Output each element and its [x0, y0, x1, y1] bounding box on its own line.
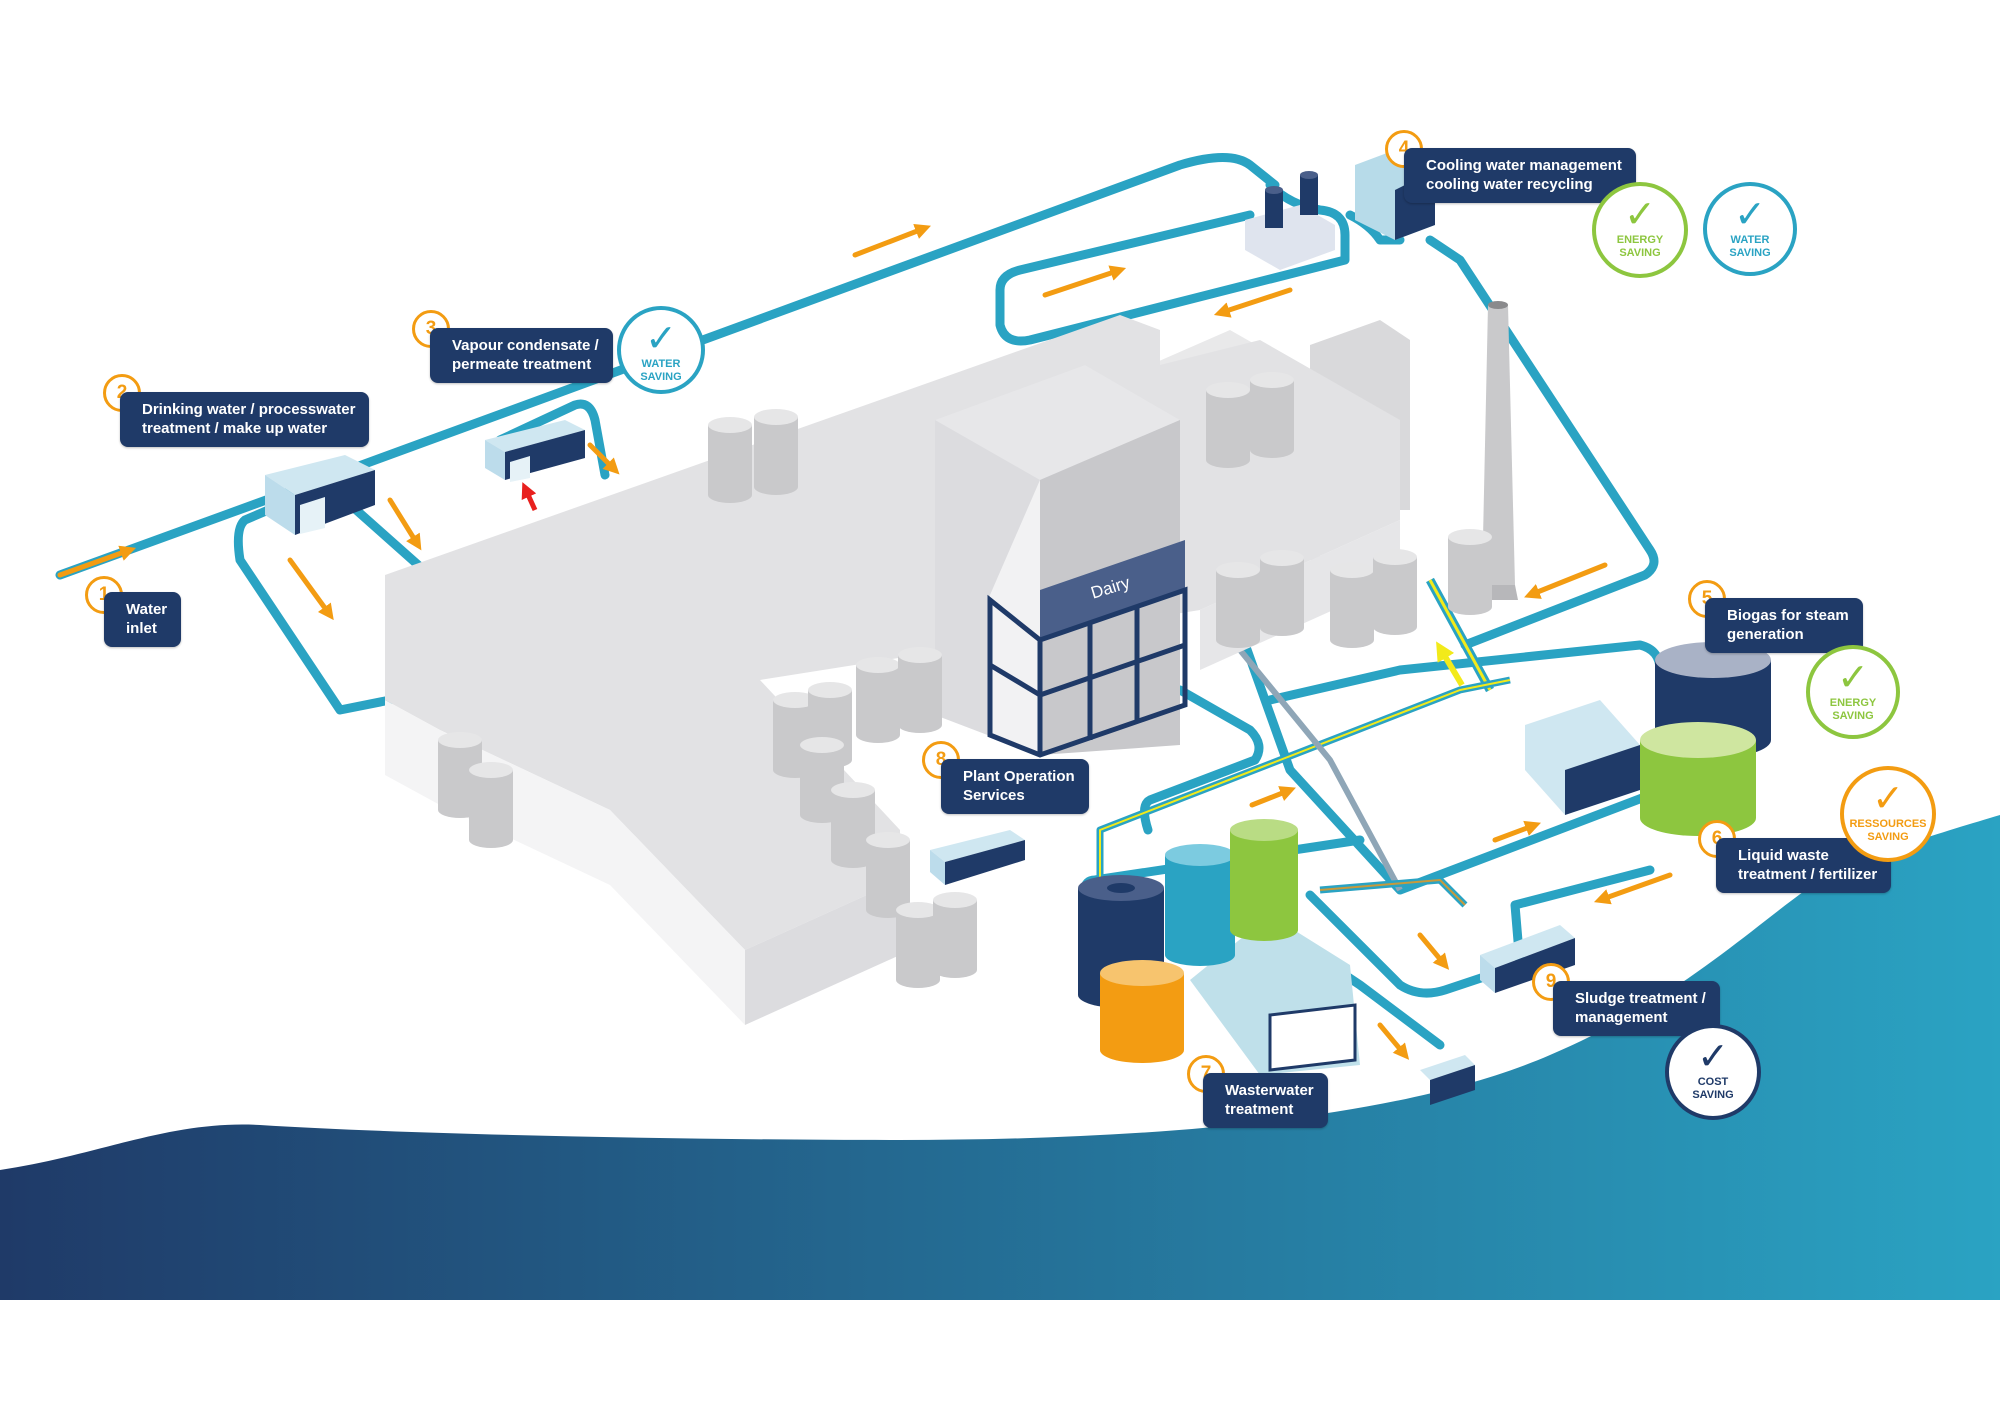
check-icon: ✓	[1697, 1034, 1729, 1078]
silo-top	[898, 647, 942, 663]
silo-body	[896, 910, 940, 988]
step-label-drinking-water: Drinking water / processwater treatment …	[120, 392, 370, 447]
badge-line: WATER	[1730, 234, 1770, 246]
step-label-line: treatment / fertilizer	[1738, 866, 1878, 883]
badge-line: RESSOURCES	[1849, 818, 1927, 830]
step-label-line: Liquid waste	[1738, 847, 1829, 864]
silo-top	[1373, 549, 1417, 565]
step-label-line: Biogas for steam	[1727, 607, 1849, 624]
badge-line: ENERGY	[1616, 234, 1664, 246]
step-label-line: Wasterwater	[1225, 1082, 1314, 1099]
step-label-line: Cooling water management	[1426, 157, 1622, 174]
silo-body	[1448, 537, 1492, 615]
step-label-cooling-water: Cooling water management cooling water r…	[1404, 148, 1636, 203]
badge-line: SAVING	[1832, 710, 1874, 722]
silo-body	[1373, 557, 1417, 635]
silo-top	[1216, 562, 1260, 578]
step-label-line: permeate treatment	[452, 356, 592, 373]
step-label-line: treatment / make up water	[142, 420, 328, 437]
silo-body	[1250, 380, 1294, 458]
silo-top	[1330, 562, 1374, 578]
silo-top	[866, 832, 910, 848]
silo-top	[896, 902, 940, 918]
badge-line: SAVING	[1867, 831, 1909, 843]
step-label-sludge: Sludge treatment / management	[1553, 981, 1720, 1036]
badge-cost-saving: ✓ COST SAVING	[1665, 1024, 1761, 1120]
silo-body	[1216, 570, 1260, 648]
badge-line: WATER	[641, 358, 681, 370]
badge-line: SAVING	[1729, 247, 1771, 259]
step-label-line: generation	[1727, 626, 1804, 643]
silo-top	[800, 737, 844, 753]
silo-body	[1206, 390, 1250, 468]
silo-top	[1260, 550, 1304, 566]
badge-energy-saving: ✓ ENERGY SAVING	[1592, 182, 1688, 278]
silo-body	[754, 417, 798, 495]
check-icon: ✓	[1624, 192, 1656, 236]
step-label-wastewater: Wasterwater treatment	[1203, 1073, 1328, 1128]
badge-line: SAVING	[640, 371, 682, 383]
step-label-line: inlet	[126, 620, 157, 637]
badge-line: SAVING	[1692, 1089, 1734, 1101]
dairy-tower: Dairy	[935, 365, 1188, 758]
silo-top	[933, 892, 977, 908]
river	[0, 815, 2000, 1300]
silo-body	[856, 665, 900, 743]
steam-arrow	[521, 482, 538, 512]
step-label-line: Sludge treatment /	[1575, 990, 1706, 1007]
silo-top	[773, 692, 817, 708]
silo-top	[438, 732, 482, 748]
silo-body	[898, 655, 942, 733]
badge-line: ENERGY	[1829, 697, 1877, 709]
silo-body	[1260, 558, 1304, 636]
step-label-biogas: Biogas for steam generation	[1705, 598, 1863, 653]
step-label-vapour-condensate: Vapour condensate / permeate treatment	[430, 328, 613, 383]
colored-tanks	[1078, 642, 1771, 1063]
badge-water-saving: ✓ WATER SAVING	[1703, 182, 1797, 276]
step-label-line: treatment	[1225, 1101, 1294, 1118]
step-label-line: Water	[126, 601, 168, 618]
check-icon: ✓	[1734, 192, 1766, 236]
check-icon: ✓	[1837, 655, 1869, 699]
check-icon: ✓	[645, 316, 677, 360]
silo-top	[831, 782, 875, 798]
check-icon: ✓	[1872, 776, 1904, 820]
silo-body	[866, 840, 910, 918]
step-label-line: Plant Operation	[963, 768, 1075, 785]
storage-silos	[438, 372, 1492, 988]
step-label-line: cooling water recycling	[1426, 176, 1593, 193]
badge-energy-saving: ✓ ENERGY SAVING	[1806, 645, 1900, 739]
silo-top	[469, 762, 513, 778]
silo-body	[831, 790, 875, 868]
step-label-line: Drinking water / processwater	[142, 401, 356, 418]
silo-top	[808, 682, 852, 698]
silo-top	[856, 657, 900, 673]
step-label-line: Services	[963, 787, 1025, 804]
step-label-line: Vapour condensate /	[452, 337, 599, 354]
badge-ressources-saving: ✓ RESSOURCES SAVING	[1840, 766, 1936, 862]
step-label-plant-operation: Plant Operation Services	[941, 759, 1089, 814]
silo-top	[1448, 529, 1492, 545]
silo-body	[469, 770, 513, 848]
silo-body	[1330, 570, 1374, 648]
silo-top	[1206, 382, 1250, 398]
flow-arrows	[57, 223, 1673, 1060]
silo-top	[1250, 372, 1294, 388]
silo-body	[933, 900, 977, 978]
step-label-line: management	[1575, 1009, 1668, 1026]
step-label-water-inlet: Water inlet	[104, 592, 182, 647]
silo-top	[754, 409, 798, 425]
badge-water-saving: ✓ WATER SAVING	[617, 306, 705, 394]
treatment-units	[265, 150, 1640, 1105]
silo-body	[708, 425, 752, 503]
badge-line: COST	[1697, 1076, 1729, 1088]
biogas-arrow	[1436, 641, 1465, 687]
silo-top	[708, 417, 752, 433]
badge-line: SAVING	[1619, 247, 1661, 259]
